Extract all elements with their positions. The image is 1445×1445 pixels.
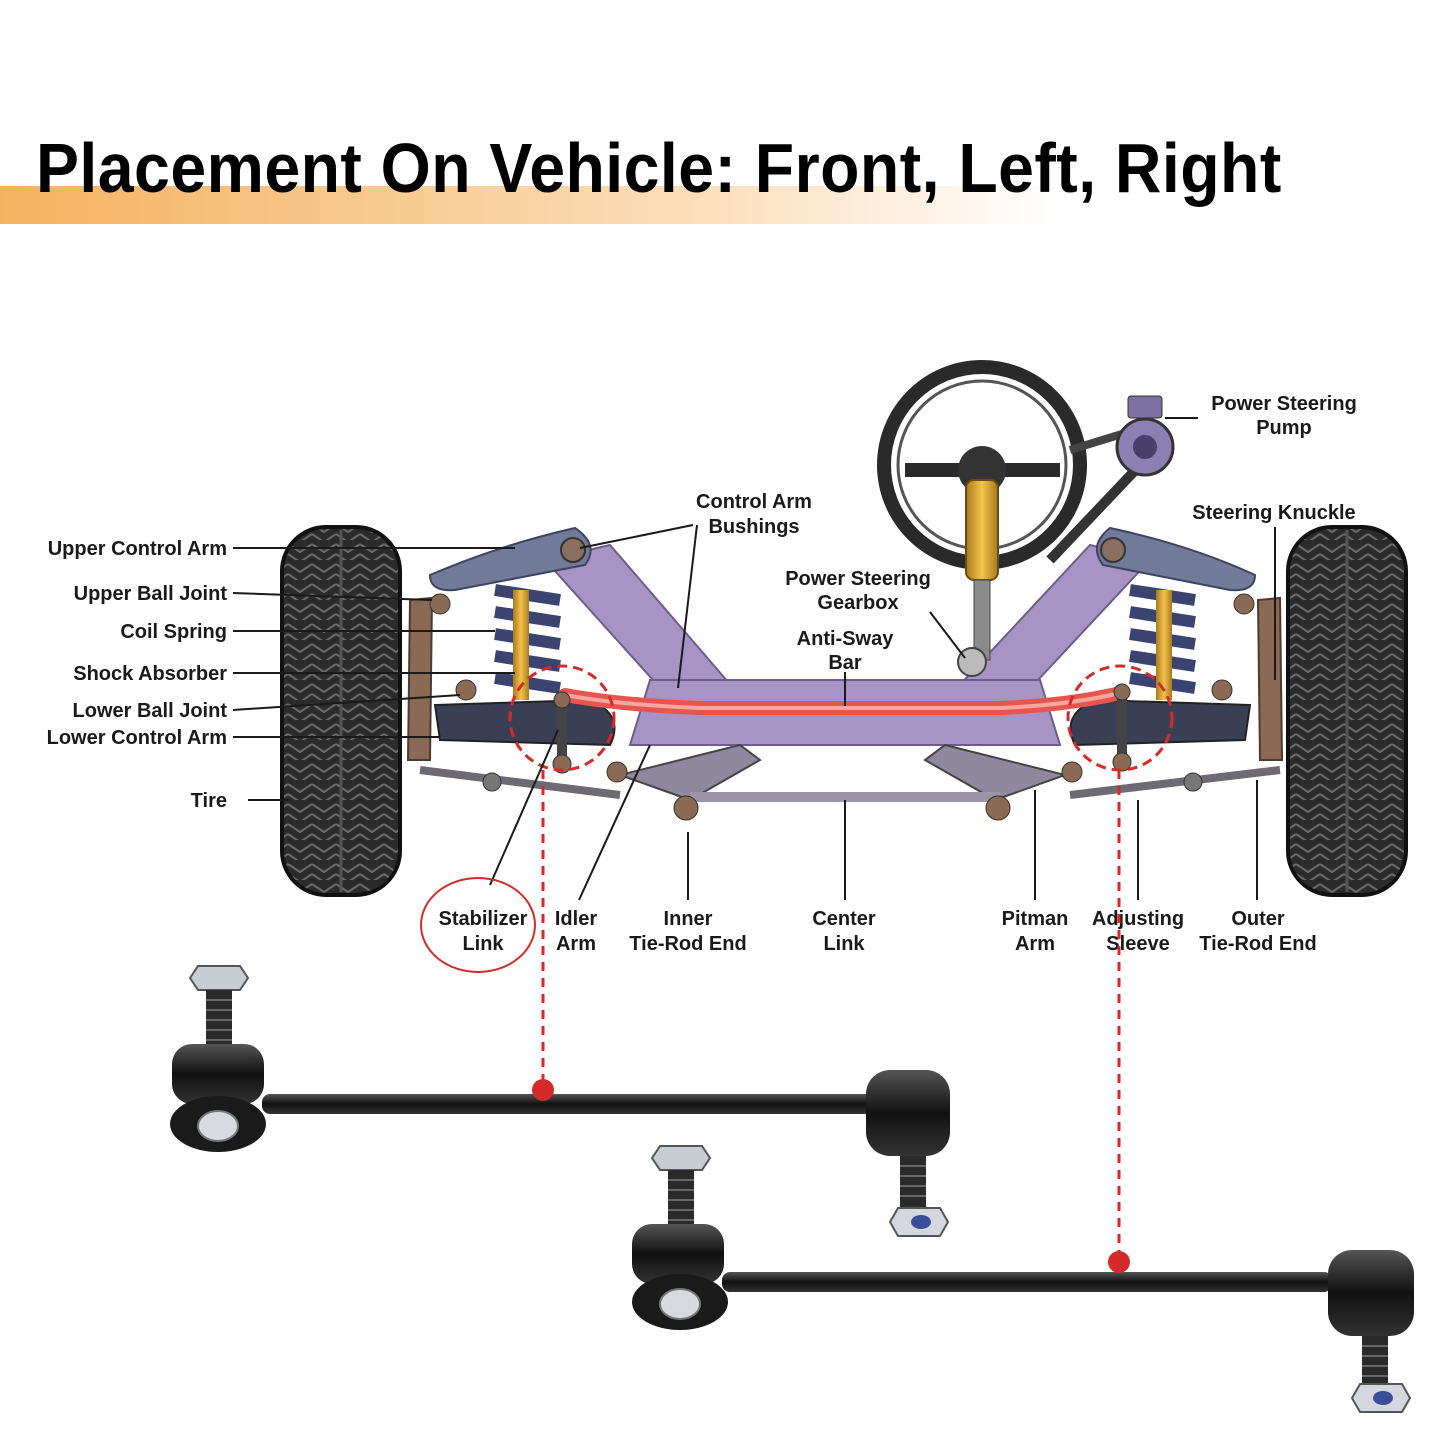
upper-control-arm-right: [1095, 526, 1257, 592]
label-power-steering-gearbox-1: Power Steering: [785, 568, 931, 590]
callout-dot-left: [532, 1079, 554, 1101]
label-outer-tie-rod-end-1: Outer: [1231, 908, 1285, 930]
label-center-link-1: Center: [812, 908, 876, 930]
label-power-steering-gearbox-2: Gearbox: [817, 592, 898, 614]
lower-control-arm-left: [433, 698, 616, 747]
steering-knuckle-left: [406, 596, 434, 761]
label-stabilizer-link-2: Link: [462, 933, 504, 955]
label-power-steering-pump-2: Pump: [1256, 417, 1312, 439]
label-control-arm-bushings-1: Control Arm: [696, 491, 812, 513]
label-pitman-arm-1: Pitman: [1002, 908, 1069, 930]
label-center-link-2: Link: [823, 933, 865, 955]
product-link-right: [632, 1145, 1414, 1413]
label-pitman-arm-2: Arm: [1015, 933, 1055, 955]
label-inner-tie-rod-end-1: Inner: [664, 908, 713, 930]
label-lower-control-arm: Lower Control Arm: [47, 727, 227, 749]
shock-absorber-right: [1156, 590, 1172, 700]
title-banner: [0, 186, 1060, 224]
stabilizer-link-diagram-left: [552, 691, 572, 774]
shock-absorber-left: [513, 590, 529, 700]
label-anti-sway-bar-2: Bar: [828, 652, 862, 674]
label-tire: Tire: [191, 790, 227, 812]
label-outer-tie-rod-end-2: Tie-Rod End: [1199, 933, 1316, 955]
labels: Upper Control Arm Upper Ball Joint Coil …: [47, 393, 1357, 955]
steering-knuckle-right: [1256, 596, 1284, 761]
label-stabilizer-link-1: Stabilizer: [439, 908, 528, 930]
leader-lines: [232, 417, 1276, 901]
stabilizer-link-diagram-right: [1112, 683, 1132, 772]
label-anti-sway-bar-1: Anti-Sway: [797, 628, 895, 650]
lower-control-arm-right: [1069, 698, 1252, 747]
label-control-arm-bushings-2: Bushings: [708, 516, 799, 538]
steering-column: [965, 479, 999, 581]
right-tire: [1286, 525, 1408, 897]
callout-dot-right: [1108, 1251, 1130, 1273]
upper-control-arm-left: [428, 526, 592, 592]
steering-linkage: [419, 743, 1281, 821]
stabilizer-callout-left: [508, 664, 616, 772]
label-steering-knuckle: Steering Knuckle: [1192, 502, 1355, 524]
product-link-left: [170, 965, 950, 1237]
label-idler-arm-1: Idler: [555, 908, 597, 930]
label-upper-control-arm: Upper Control Arm: [48, 538, 227, 560]
label-power-steering-pump-1: Power Steering: [1211, 393, 1357, 415]
stabilizer-label-highlight: [420, 877, 536, 973]
page-title: Placement On Vehicle: Front, Left, Right: [36, 129, 1282, 207]
label-idler-arm-2: Arm: [556, 933, 596, 955]
label-upper-ball-joint: Upper Ball Joint: [74, 583, 228, 605]
label-coil-spring: Coil Spring: [120, 621, 227, 643]
label-shock-absorber: Shock Absorber: [73, 663, 227, 685]
label-lower-ball-joint: Lower Ball Joint: [73, 700, 228, 722]
label-inner-tie-rod-end-2: Tie-Rod End: [629, 933, 746, 955]
label-adjusting-sleeve-1: Adjusting: [1092, 908, 1184, 930]
left-tire: [280, 525, 402, 897]
gearbox: [957, 647, 987, 677]
power-steering-pump-part: [1046, 395, 1175, 564]
label-adjusting-sleeve-2: Sleeve: [1106, 933, 1169, 955]
